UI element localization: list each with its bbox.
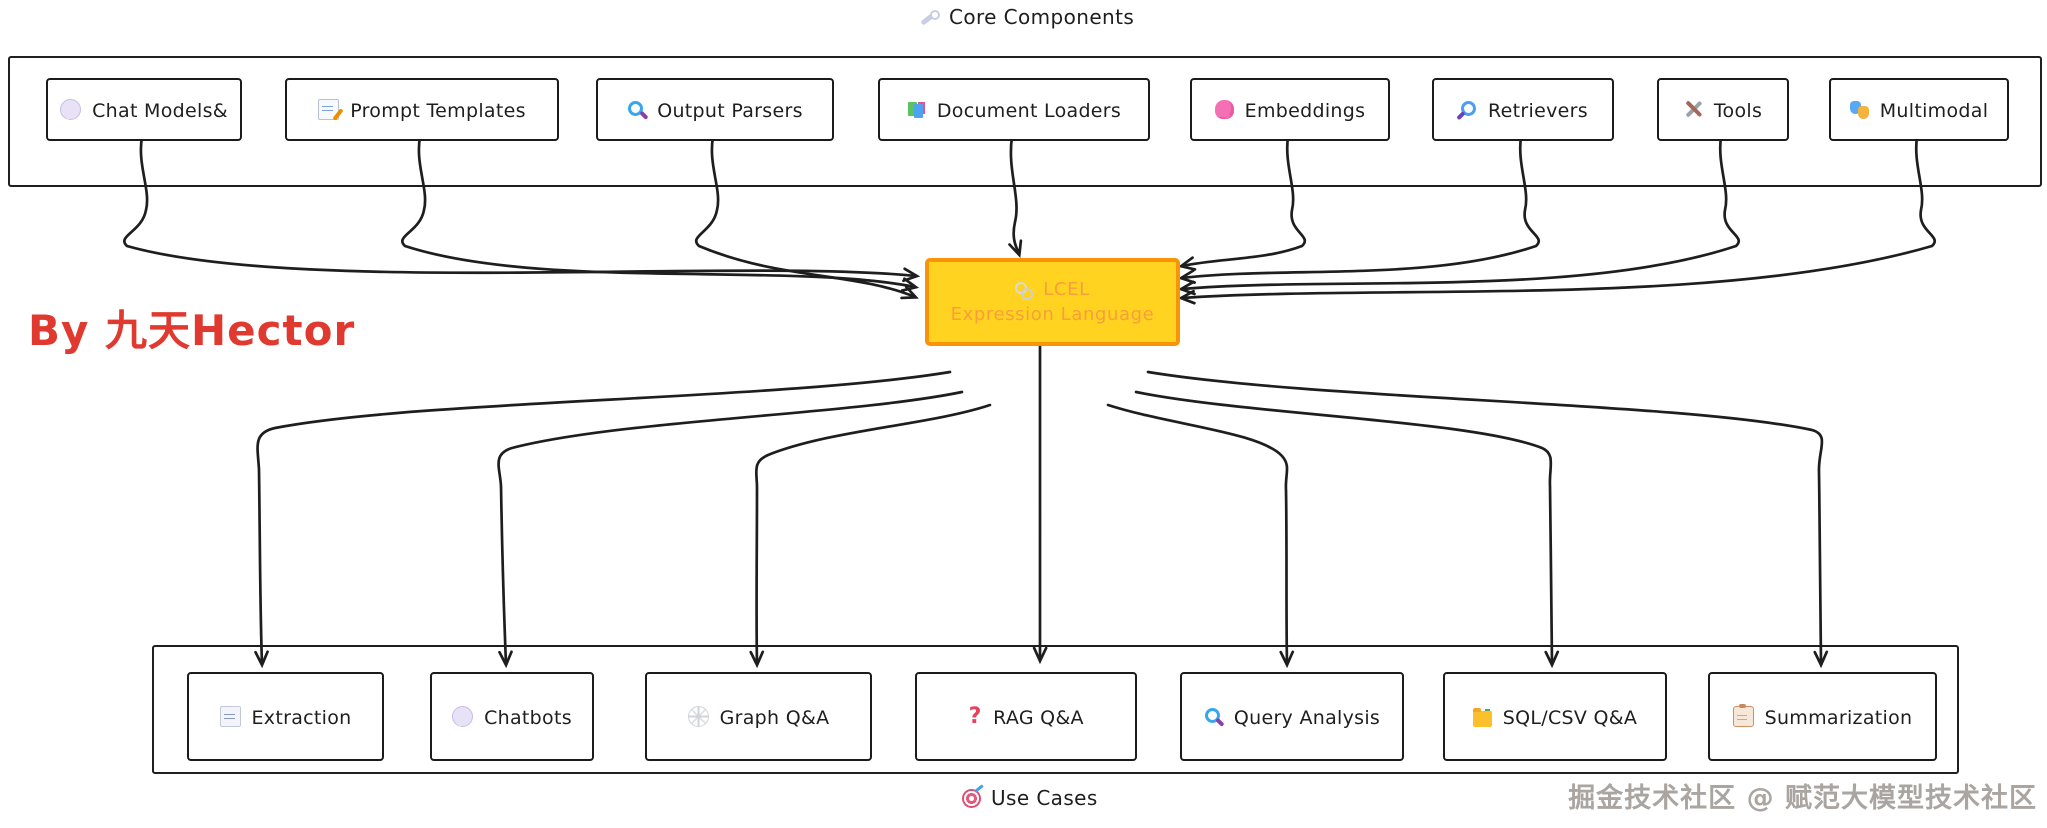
watermark: 掘金技术社区 @ 赋范大模型技术社区 (1568, 783, 2037, 814)
node-label: Graph Q&A (719, 706, 830, 729)
node-label: Chat Models& (92, 99, 228, 122)
node-embeddings: Embeddings (1190, 78, 1390, 141)
core-components-title: Core Components (920, 5, 1134, 29)
arrow-embeddings-to-lcel (1182, 135, 1306, 266)
node-label: Document Loaders (936, 99, 1122, 122)
performing-arts-icon (1849, 100, 1869, 119)
node-output-parsers: Output Parsers (596, 78, 834, 141)
chain-link-icon (1015, 281, 1034, 300)
node-chat-models: Chat Models& (46, 78, 242, 141)
magnifier-icon (1204, 707, 1223, 726)
use-cases-title: Use Cases (962, 786, 1098, 810)
node-chatbots: Chatbots (430, 672, 594, 761)
node-label: RAG Q&A (993, 706, 1084, 729)
question-mark-icon (968, 707, 982, 726)
node-multimodal: Multimodal (1829, 78, 2009, 141)
author-credit: By 九天Hector (28, 306, 356, 355)
brain-icon (1214, 100, 1234, 119)
speech-bubble-icon (452, 706, 474, 727)
page-icon (219, 706, 241, 727)
arrow-lcel-to-sql-csv-qa (1134, 390, 1552, 664)
node-graph-qa: Graph Q&A (645, 672, 872, 761)
magnifier-icon (627, 100, 646, 119)
arrow-multimodal-to-lcel (1182, 135, 1936, 298)
arrow-document-loaders-to-lcel (1011, 135, 1019, 254)
node-label: Tools (1713, 99, 1763, 122)
node-sql-csv-qa: SQL/CSV Q&A (1443, 672, 1667, 761)
node-label: Retrievers (1488, 99, 1588, 122)
node-label: Embeddings (1244, 99, 1366, 122)
arrow-tools-to-lcel (1182, 135, 1740, 289)
use-cases-title-label: Use Cases (991, 786, 1098, 810)
arrow-lcel-to-graph-qa (756, 403, 992, 664)
node-extraction: Extraction (187, 672, 384, 761)
clipboard-icon (1732, 704, 1754, 727)
lcel-subtitle: Expression Language (950, 304, 1155, 325)
arrow-lcel-to-extraction (258, 370, 952, 664)
spider-web-icon (687, 706, 709, 727)
memo-pencil-icon (318, 99, 340, 120)
node-label: Extraction (251, 706, 352, 729)
arrow-lcel-to-query-analysis (1106, 403, 1287, 664)
arrow-lcel-to-chatbots (497, 390, 964, 664)
core-components-title-label: Core Components (949, 5, 1135, 29)
hammer-wrench-icon (1684, 100, 1703, 119)
lcel-title: LCEL (1043, 278, 1090, 300)
target-icon (962, 788, 981, 808)
arrow-lcel-to-summarization (1146, 370, 1822, 664)
node-retrievers: Retrievers (1432, 78, 1614, 141)
node-tools: Tools (1657, 78, 1789, 141)
node-prompt-templates: Prompt Templates (285, 78, 559, 141)
node-label: Prompt Templates (350, 99, 526, 122)
node-label: Multimodal (1879, 99, 1989, 122)
folder-icon (1472, 707, 1492, 727)
node-rag-qa: RAG Q&A (915, 672, 1137, 761)
arrow-lcel-to-rag-qa (1040, 339, 1041, 660)
node-label: Output Parsers (657, 99, 803, 122)
node-query-analysis: Query Analysis (1180, 672, 1404, 761)
arrow-prompt-templates-to-lcel (401, 135, 915, 287)
wrench-icon (920, 9, 940, 30)
arrow-chat-models-to-lcel (123, 135, 916, 276)
node-document-loaders: Document Loaders (878, 78, 1150, 141)
node-label: Chatbots (484, 706, 572, 729)
node-label: Summarization (1764, 706, 1913, 729)
magnifier-tilted-icon (1458, 100, 1477, 119)
speech-bubble-icon (60, 99, 82, 120)
core-components-frame (8, 56, 2042, 187)
use-cases-frame (152, 645, 1959, 774)
node-lcel: LCEL Expression Language (925, 258, 1180, 346)
arrow-retrievers-to-lcel (1182, 135, 1540, 278)
arrow-output-parsers-to-lcel (695, 135, 915, 297)
node-summarization: Summarization (1708, 672, 1937, 761)
node-label: Query Analysis (1233, 706, 1381, 729)
node-label: SQL/CSV Q&A (1502, 706, 1638, 729)
bookmark-tabs-icon (907, 100, 926, 119)
